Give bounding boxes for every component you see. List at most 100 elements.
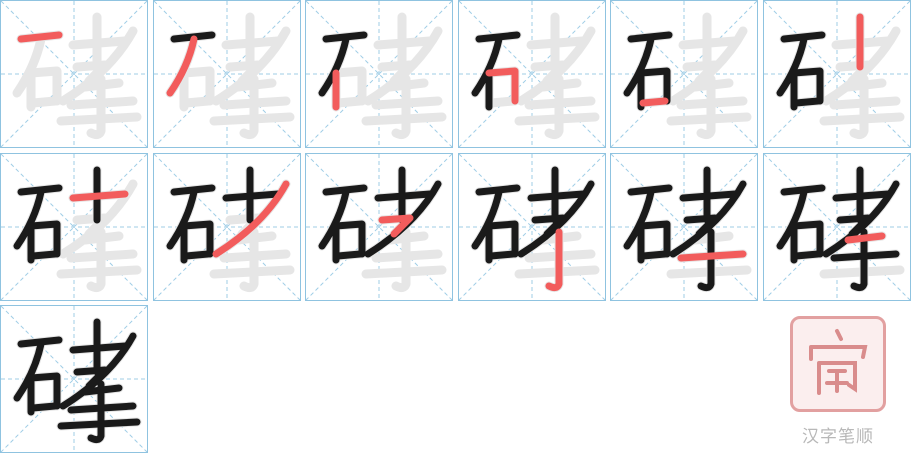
completed-stroke bbox=[374, 190, 434, 201]
stroke-step-7 bbox=[0, 152, 148, 301]
stroke-step-1 bbox=[0, 0, 148, 148]
completed-stroke bbox=[527, 190, 586, 201]
completed-stroke bbox=[27, 220, 61, 257]
ghost-stroke bbox=[530, 60, 567, 86]
completed-stroke bbox=[679, 190, 739, 201]
ghost-stroke bbox=[239, 227, 258, 292]
ghost-stroke bbox=[377, 60, 415, 86]
ghost-stroke bbox=[544, 74, 563, 140]
ghost-stroke bbox=[690, 78, 734, 92]
completed-stroke bbox=[836, 214, 871, 237]
site-name: 汉字笔顺 bbox=[802, 427, 874, 447]
completed-stroke bbox=[471, 35, 502, 97]
stroke-step-drawing bbox=[611, 153, 757, 300]
current-stroke bbox=[378, 214, 414, 237]
stroke-step-13 bbox=[0, 305, 148, 453]
stroke-step-drawing bbox=[611, 1, 757, 147]
ghost-stroke bbox=[666, 112, 752, 126]
ghost-stroke bbox=[80, 231, 124, 244]
stroke-step-6 bbox=[762, 0, 911, 148]
completed-stroke bbox=[318, 35, 350, 97]
completed-stroke bbox=[792, 250, 821, 259]
ghost-stroke bbox=[72, 213, 110, 238]
ghost-stroke bbox=[209, 112, 294, 126]
ghost-stroke bbox=[181, 96, 212, 108]
completed-stroke bbox=[81, 384, 123, 396]
completed-stroke bbox=[776, 35, 807, 97]
ghost-stroke bbox=[385, 78, 429, 92]
completed-stroke bbox=[623, 188, 655, 249]
completed-stroke bbox=[639, 250, 669, 259]
ghost-stroke bbox=[225, 60, 262, 86]
current-stroke bbox=[677, 250, 747, 261]
ghost-stroke bbox=[843, 78, 886, 92]
ghost-stroke bbox=[361, 112, 447, 126]
stroke-step-drawing bbox=[763, 1, 910, 147]
completed-stroke bbox=[29, 402, 59, 412]
ghost-stroke bbox=[819, 112, 904, 126]
completed-stroke bbox=[776, 188, 807, 249]
completed-stroke bbox=[637, 67, 671, 105]
completed-stroke bbox=[830, 250, 899, 261]
completed-stroke bbox=[697, 228, 715, 291]
site-watermark: 汉字笔顺 bbox=[786, 316, 890, 448]
ghost-stroke bbox=[221, 36, 282, 50]
completed-stroke bbox=[790, 67, 823, 105]
ghost-stroke bbox=[80, 78, 124, 92]
ghost-stroke bbox=[514, 112, 599, 126]
completed-stroke bbox=[792, 97, 821, 107]
ghost-stroke bbox=[333, 96, 365, 108]
completed-stroke bbox=[832, 190, 891, 201]
ghost-stroke bbox=[391, 74, 411, 140]
ghost-stroke bbox=[526, 36, 587, 50]
ghost-stroke bbox=[86, 227, 106, 292]
completed-stroke bbox=[471, 188, 502, 249]
completed-stroke bbox=[318, 188, 350, 249]
completed-stroke bbox=[87, 380, 105, 444]
current-stroke bbox=[639, 97, 669, 107]
ghost-stroke bbox=[233, 231, 276, 244]
stroke-step-drawing bbox=[153, 1, 300, 147]
current-stroke bbox=[485, 67, 518, 105]
ghost-stroke bbox=[849, 74, 868, 140]
stroke-step-drawing bbox=[306, 153, 452, 300]
ghost-stroke bbox=[385, 231, 429, 244]
current-stroke bbox=[844, 232, 885, 243]
stroke-step-drawing bbox=[1, 153, 147, 300]
stroke-step-drawing bbox=[458, 1, 605, 147]
ghost-stroke bbox=[373, 36, 435, 50]
stroke-step-drawing bbox=[1, 306, 147, 452]
stroke-step-drawing bbox=[153, 153, 300, 300]
stroke-step-drawing bbox=[306, 1, 452, 147]
ghost-stroke bbox=[219, 249, 290, 262]
completed-stroke bbox=[683, 214, 719, 237]
completed-stroke bbox=[487, 250, 516, 259]
hanzi-seal-icon bbox=[790, 316, 886, 412]
ghost-stroke bbox=[179, 66, 214, 106]
ghost-stroke bbox=[524, 96, 595, 110]
completed-stroke bbox=[182, 250, 211, 259]
completed-stroke bbox=[180, 220, 213, 257]
current-stroke bbox=[69, 190, 129, 201]
ghost-stroke bbox=[678, 36, 740, 50]
stroke-step-8 bbox=[152, 152, 301, 301]
ghost-stroke bbox=[696, 74, 716, 140]
completed-stroke bbox=[623, 35, 655, 97]
ghost-stroke bbox=[682, 60, 720, 86]
stroke-step-drawing bbox=[458, 153, 605, 300]
completed-stroke bbox=[332, 220, 366, 257]
completed-stroke bbox=[222, 190, 281, 201]
completed-stroke bbox=[850, 228, 867, 291]
ghost-stroke bbox=[66, 249, 138, 262]
stroke-step-10 bbox=[457, 152, 606, 301]
stroke-step-drawing bbox=[763, 153, 910, 300]
ghost-stroke bbox=[68, 36, 130, 50]
ghost-stroke bbox=[538, 78, 581, 92]
ghost-stroke bbox=[219, 96, 290, 110]
ghost-stroke bbox=[12, 34, 46, 98]
completed-stroke bbox=[13, 188, 45, 249]
completed-stroke bbox=[334, 250, 364, 259]
stroke-step-5 bbox=[610, 0, 758, 148]
completed-stroke bbox=[69, 342, 129, 354]
